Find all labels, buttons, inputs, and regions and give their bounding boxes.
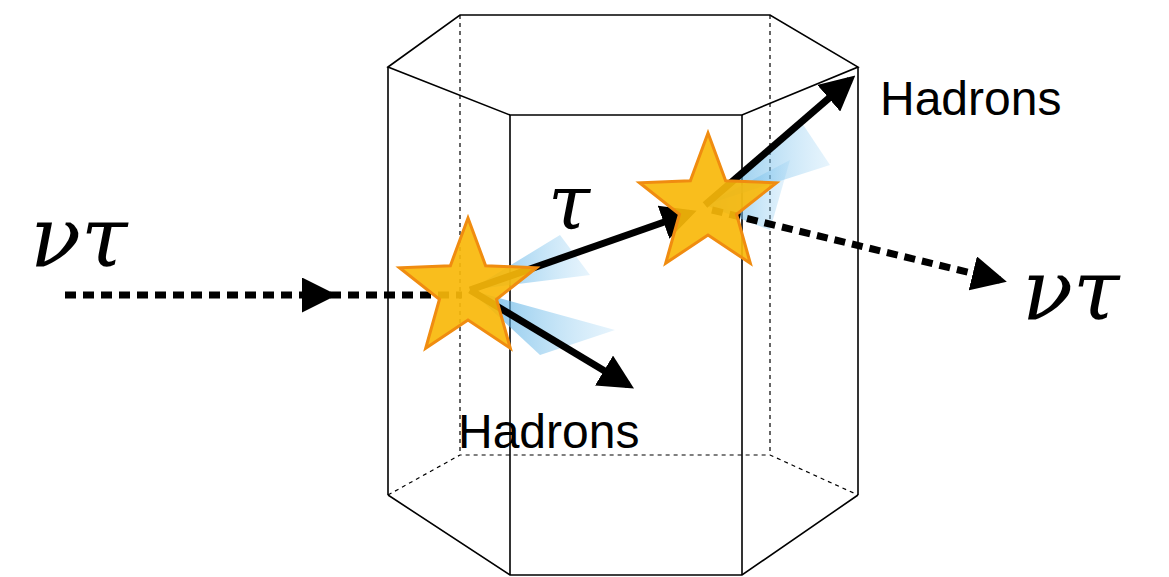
interaction-vertices: [400, 133, 777, 348]
hadrons-label: Hadrons: [880, 75, 1061, 123]
tau-label: τ: [548, 165, 590, 241]
neutrino-label: ντ: [30, 195, 128, 279]
interaction-star: [400, 218, 537, 348]
neutrino-label: ντ: [1022, 248, 1120, 332]
neutrino-track: [65, 210, 1000, 295]
particle-tracks: [470, 80, 850, 385]
detector-prism: [388, 15, 858, 575]
hadrons-label: Hadrons: [458, 408, 639, 456]
interaction-star: [640, 133, 777, 263]
